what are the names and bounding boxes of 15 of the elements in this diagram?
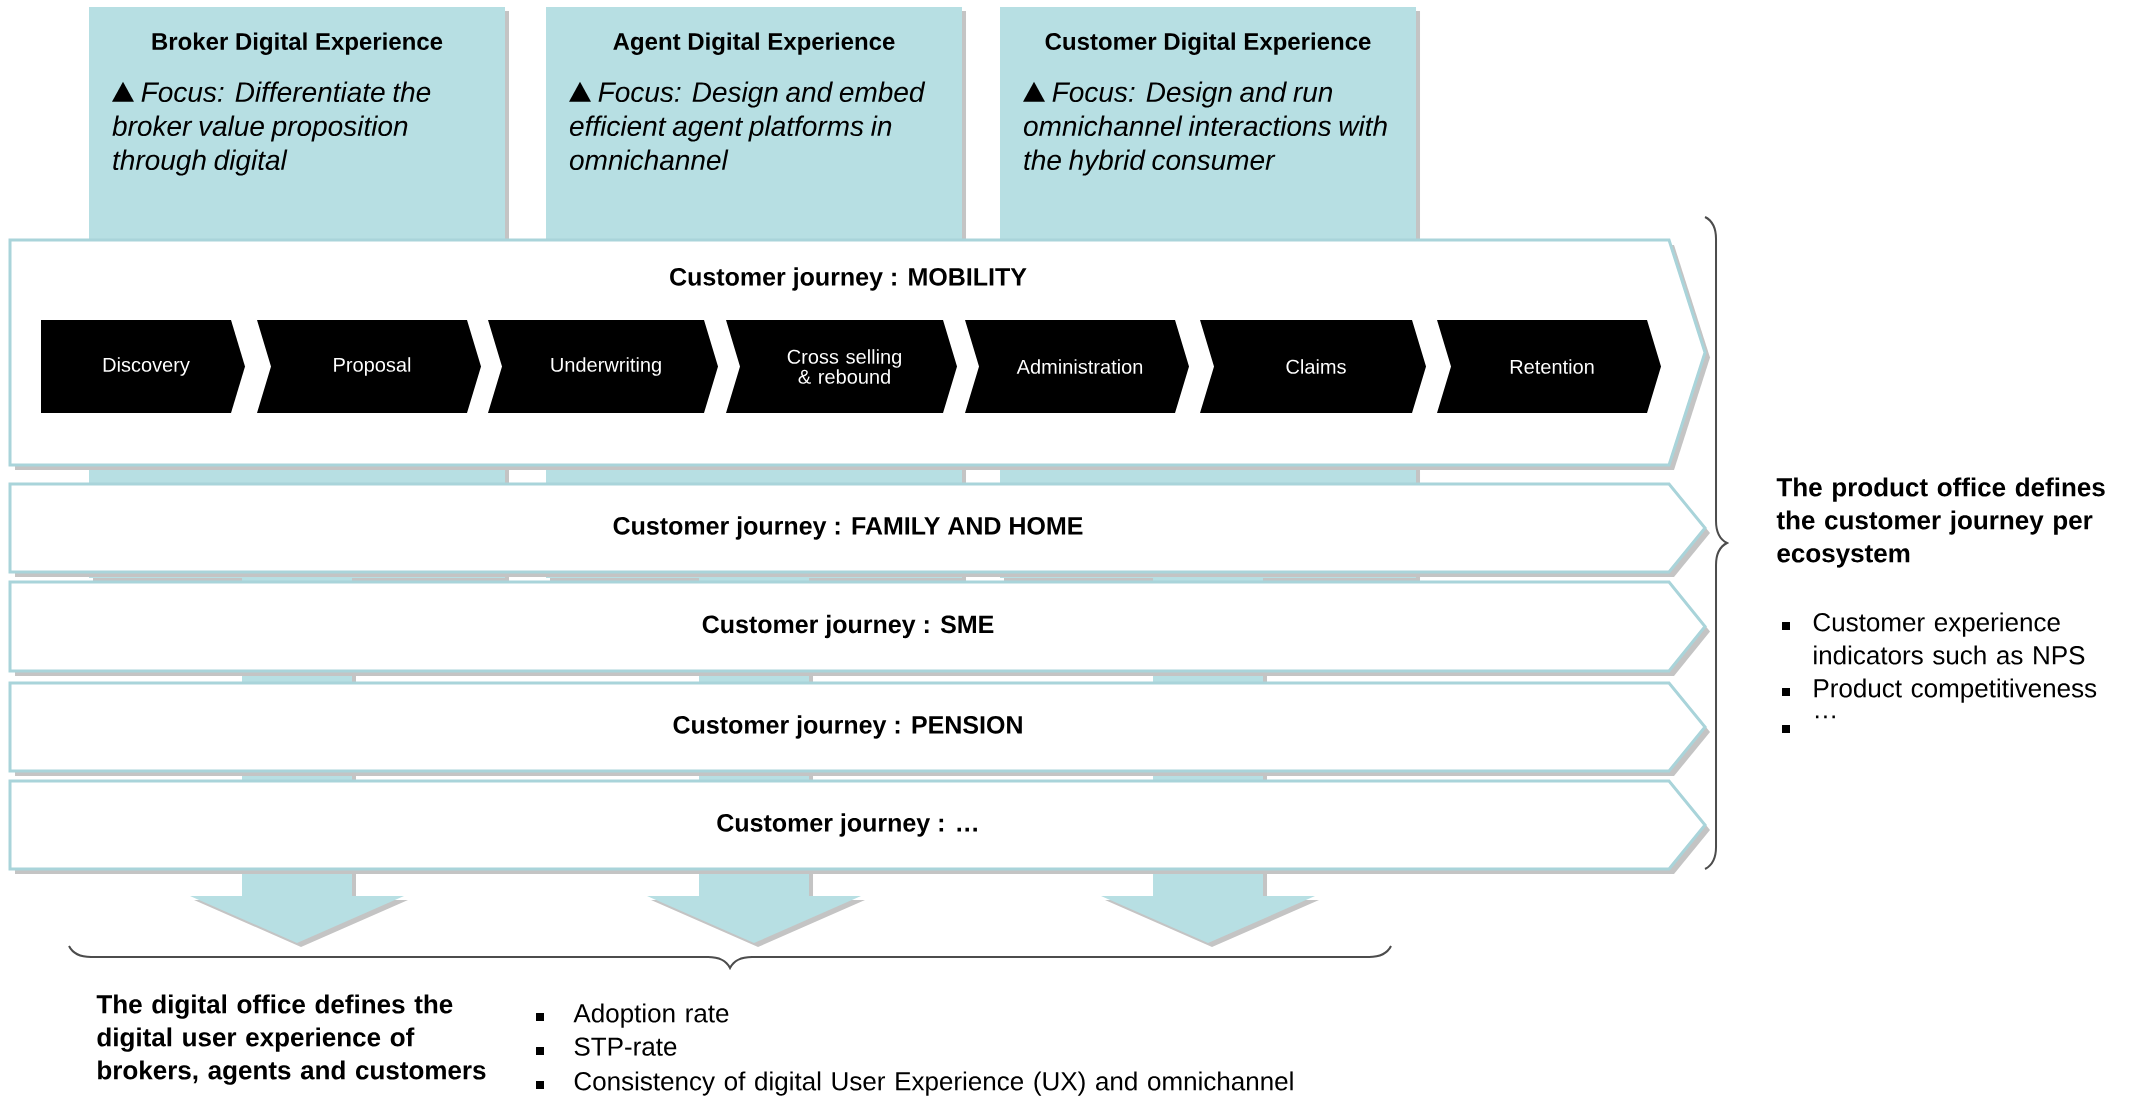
bullet-item: Customer experience indicators such as NPS	[1782, 612, 2085, 665]
bullet-item: Consistency of digital User Experience (UX) and omnichannel	[536, 1071, 1293, 1096]
bullet-item: …	[1782, 715, 1835, 733]
process-step: Cross selling & rebound	[726, 320, 957, 413]
journey-band: Customer journey : …	[8, 779, 1710, 874]
bullet-item: Product competitiveness	[1782, 678, 2097, 703]
journey-band: Customer journey : SME	[8, 580, 1710, 676]
process-step: Claims	[1200, 320, 1426, 413]
bullet-item: Adoption rate	[536, 1003, 729, 1028]
note-text: The product office defines the customer journey per ecosystem	[1776, 477, 2105, 568]
bullet-item: STP-rate	[536, 1037, 677, 1056]
note-text: The digital office defines the digital user experience of brokers, agents and customers	[96, 994, 486, 1085]
journey-band: Customer journey : PENSION	[8, 681, 1710, 776]
journey-band: Customer journey : FAMILY AND HOME	[8, 482, 1710, 577]
process-step: Proposal	[257, 320, 481, 413]
